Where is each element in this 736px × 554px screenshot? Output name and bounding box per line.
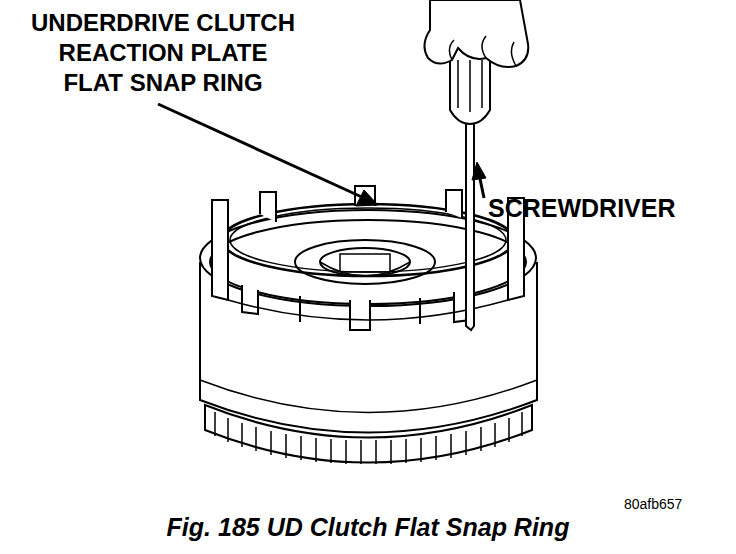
screwdriver-and-hand (424, 0, 528, 330)
leader-arrows (158, 104, 486, 206)
figure-caption: Fig. 185 UD Clutch Flat Snap Ring (0, 513, 736, 542)
part-label: SCREWDRIVER (488, 194, 676, 223)
clutch-drum (200, 186, 537, 464)
figure-code: 80afb657 (624, 496, 682, 512)
part-label: UNDERDRIVE CLUTCH REACTION PLATE FLAT SN… (27, 8, 299, 98)
